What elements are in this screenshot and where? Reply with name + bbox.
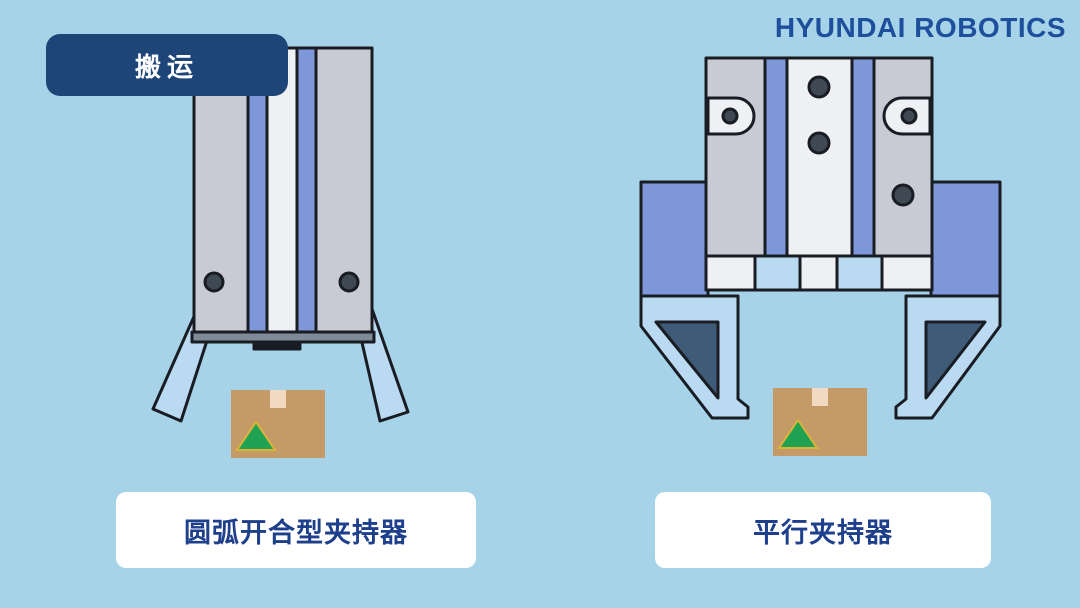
bolt-icon bbox=[891, 183, 915, 207]
brand-logo-text: HYUNDAI ROBOTICS bbox=[774, 12, 1066, 43]
parallel-gripper-right-wing bbox=[929, 180, 1002, 314]
cardboard-box bbox=[773, 388, 867, 456]
bolt-icon bbox=[721, 107, 739, 125]
bolt-icon bbox=[807, 75, 831, 99]
parallel-gripper-segment bbox=[753, 254, 802, 292]
bolt-icon bbox=[338, 271, 360, 293]
bolt-icon bbox=[807, 131, 831, 155]
parallel-gripper-segment bbox=[835, 254, 884, 292]
parallel-gripper-left-wing bbox=[639, 180, 710, 314]
parallel-gripper bbox=[639, 56, 1002, 420]
parallel-gripper-left-jaw-shade bbox=[654, 320, 720, 400]
arc-gripper bbox=[151, 46, 410, 423]
arc-gripper-caption: 圆弧开合型夹持器 bbox=[116, 492, 476, 568]
bolt-icon bbox=[900, 107, 918, 125]
parallel-gripper-caption: 平行夹持器 bbox=[655, 492, 991, 568]
parallel-gripper-stripe bbox=[763, 56, 789, 258]
parallel-gripper-right-jaw-shade bbox=[924, 320, 987, 400]
arc-gripper-stripe bbox=[295, 46, 318, 334]
recycle-mark-icon bbox=[777, 418, 819, 449]
cardboard-box bbox=[231, 390, 325, 458]
bolt-icon bbox=[203, 271, 225, 293]
recycle-mark-icon bbox=[235, 420, 277, 451]
category-badge: 搬运 bbox=[46, 34, 288, 96]
parallel-gripper-stripe bbox=[850, 56, 876, 258]
arc-gripper-base-slot bbox=[252, 340, 302, 351]
